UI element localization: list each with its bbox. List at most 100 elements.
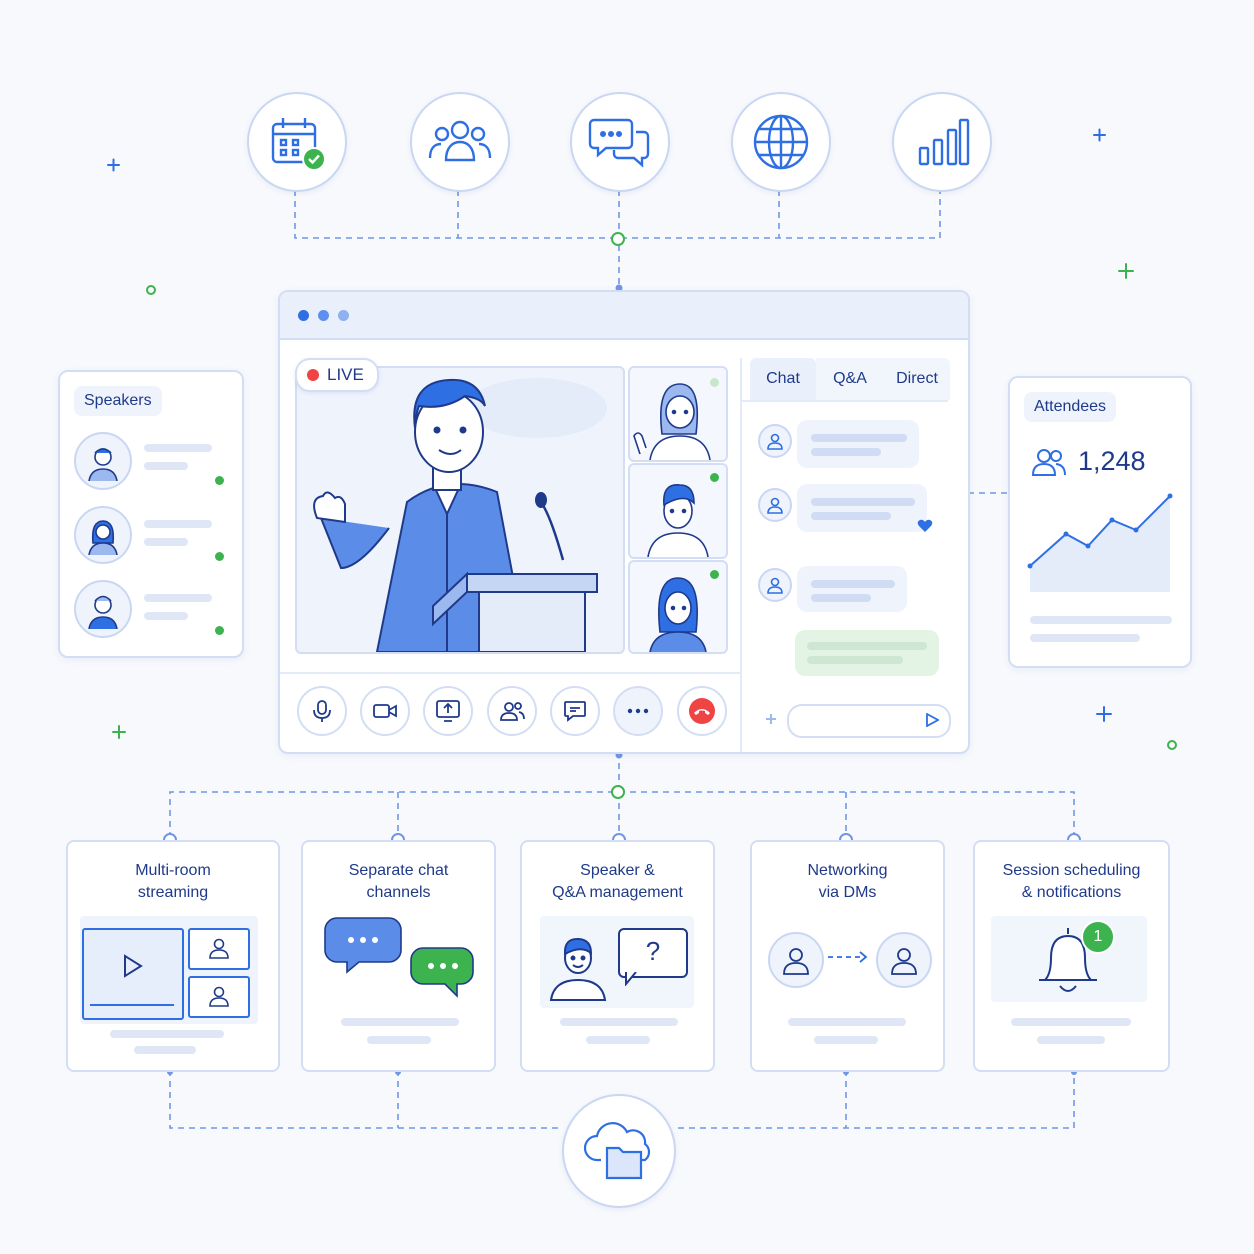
man-illustration [647, 484, 709, 557]
chat-user-avatar[interactable] [758, 424, 792, 458]
attendees-count: 1,248 [1078, 446, 1146, 476]
chat-bubbles-icon [588, 118, 650, 168]
play-icon [124, 954, 143, 978]
live-label: LIVE [327, 365, 364, 384]
feature-speaker-qa[interactable]: Speaker & Q&A management ? [520, 840, 715, 1072]
tab-chat[interactable]: Chat [750, 358, 816, 402]
woman-avatar-icon [88, 520, 118, 555]
user-icon [891, 948, 917, 975]
live-dot-icon [307, 369, 319, 381]
participant-tile[interactable] [628, 463, 728, 559]
online-dot [215, 626, 224, 635]
speaker-avatar[interactable] [74, 432, 132, 490]
dm-sender-avatar[interactable] [768, 932, 824, 988]
bar-chart-icon [918, 118, 970, 166]
feature-networking[interactable]: Networking via DMs [750, 840, 945, 1072]
tab-direct-label: Direct [896, 370, 938, 387]
chat-icon [564, 701, 586, 722]
chat-message[interactable] [797, 484, 927, 532]
notification-badge: 1 [1081, 920, 1115, 954]
tab-qa[interactable]: Q&A [816, 358, 884, 400]
woman-waving-illustration [633, 383, 711, 460]
speaker-icon [549, 937, 607, 1001]
chat-message-own[interactable] [795, 630, 939, 676]
speaker-avatar[interactable] [74, 506, 132, 564]
feature-title: Session scheduling & notifications [1002, 862, 1141, 901]
cloud-folder-icon [583, 1122, 651, 1180]
feature-title: Multi-room streaming [135, 862, 211, 901]
camera-icon [373, 704, 397, 718]
speakers-panel: Speakers [58, 370, 244, 658]
tab-direct[interactable]: Direct [884, 358, 950, 400]
chat-circle[interactable] [570, 92, 670, 192]
user-icon [783, 948, 809, 975]
window-titlebar [280, 292, 968, 340]
heart-icon[interactable] [917, 518, 933, 534]
room-tile[interactable] [188, 976, 250, 1018]
participants-button[interactable] [487, 686, 537, 736]
calendar-circle[interactable] [247, 92, 347, 192]
window-dot[interactable] [318, 310, 329, 321]
window-dot[interactable] [338, 310, 349, 321]
feature-title: Separate chat channels [348, 862, 449, 901]
video-player[interactable] [82, 928, 184, 1020]
chat-message[interactable] [797, 566, 907, 612]
room-tile[interactable] [188, 928, 250, 970]
attendees-panel: Attendees 1,248 [1008, 376, 1192, 668]
presenter-illustration [313, 378, 607, 652]
screen-share-icon [436, 700, 460, 722]
speaker-avatar[interactable] [74, 580, 132, 638]
bell-icon [1039, 928, 1097, 992]
end-call-icon [689, 698, 715, 724]
feature-title: Networking via DMs [807, 862, 888, 901]
chat-input[interactable] [787, 704, 951, 738]
participant-tile[interactable] [628, 366, 728, 462]
online-dot [215, 552, 224, 561]
sparkle-icon [766, 714, 776, 724]
participant-tile[interactable] [628, 560, 728, 654]
chat-button[interactable] [550, 686, 600, 736]
more-icon [627, 708, 649, 714]
more-button[interactable] [613, 686, 663, 736]
dm-recipient-avatar[interactable] [876, 932, 932, 988]
tab-qa-label: Q&A [833, 370, 867, 387]
main-video[interactable] [295, 366, 625, 654]
chat-user-avatar[interactable] [758, 488, 792, 522]
send-icon[interactable] [925, 713, 939, 727]
microphone-button[interactable] [297, 686, 347, 736]
arrow-right-icon [828, 951, 868, 963]
question-bubble[interactable]: ? [618, 928, 688, 978]
attendees-title: Attendees [1024, 392, 1117, 422]
attendance-trend-chart [1027, 493, 1173, 592]
speakers-title: Speakers [74, 386, 162, 416]
woman-illustration [649, 577, 707, 652]
user-icon [209, 986, 229, 1007]
calendar-check-icon [271, 118, 326, 171]
man-avatar-icon [88, 595, 118, 629]
tab-chat-label: Chat [766, 370, 800, 387]
globe-circle[interactable] [731, 92, 831, 192]
feature-scheduling[interactable]: Session scheduling & notifications 1 [973, 840, 1170, 1072]
notification-count: 1 [1093, 928, 1103, 945]
chat-channels-icon [324, 917, 474, 998]
globe-icon [753, 114, 809, 170]
user-icon [767, 577, 783, 594]
camera-button[interactable] [360, 686, 410, 736]
feature-multi-room[interactable]: Multi-room streaming [66, 840, 280, 1072]
group-circle[interactable] [410, 92, 510, 192]
chat-message[interactable] [797, 420, 919, 468]
feature-chat-channels[interactable]: Separate chat channels [301, 840, 496, 1072]
attendees-icon [1032, 449, 1066, 476]
chart-circle[interactable] [892, 92, 992, 192]
window-dot[interactable] [298, 310, 309, 321]
user-icon [209, 938, 229, 959]
cloud-storage-circle[interactable] [562, 1094, 676, 1208]
chat-user-avatar[interactable] [758, 568, 792, 602]
online-dot [215, 476, 224, 485]
man-avatar-icon [88, 448, 118, 481]
feature-title: Speaker & Q&A management [552, 862, 683, 901]
end-call-button[interactable] [677, 686, 727, 736]
live-badge: LIVE [295, 358, 379, 392]
participants-icon [500, 702, 525, 721]
screen-share-button[interactable] [423, 686, 473, 736]
